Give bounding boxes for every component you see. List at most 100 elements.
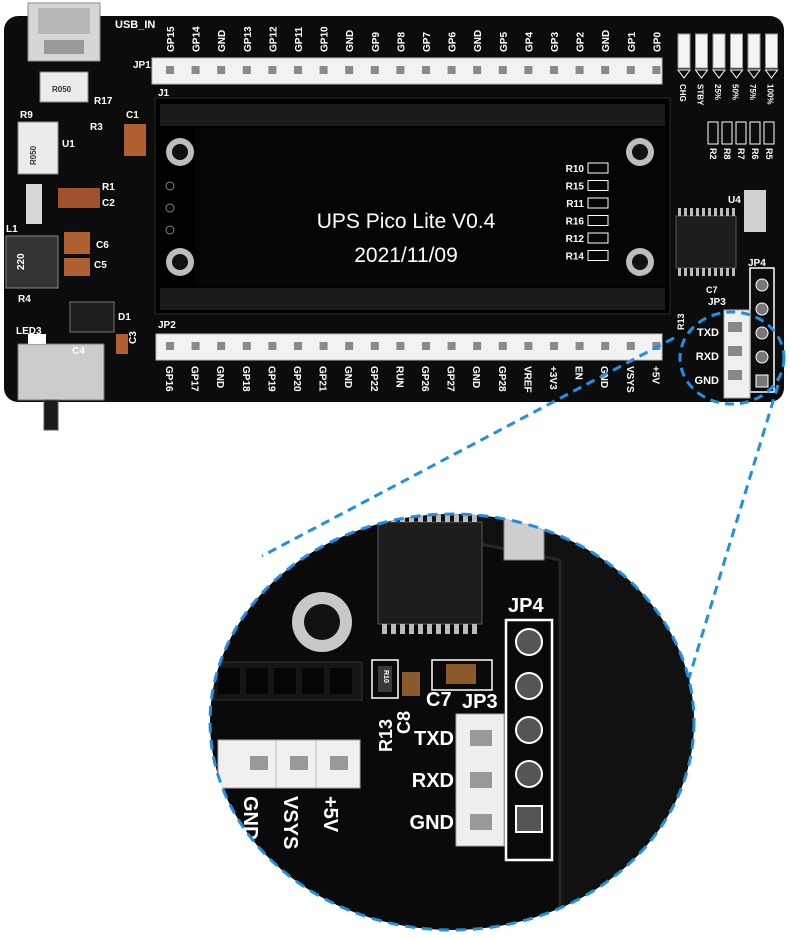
zoom-r13-label: R13 <box>376 719 396 752</box>
chip-pin <box>720 268 723 276</box>
zoom-chip-pin <box>445 514 450 522</box>
resistor-label: R15 <box>566 182 585 193</box>
chip-pin <box>702 268 705 276</box>
left-part-label: R3 <box>90 122 103 133</box>
right-resistor-pad <box>735 121 747 145</box>
top-header <box>151 57 663 85</box>
zoom-chip-pin <box>445 624 450 634</box>
resistor-label: R11 <box>566 199 584 210</box>
zoom-chip-pin <box>436 624 441 634</box>
resistor-pad <box>587 162 609 174</box>
top-header-pin <box>422 66 430 74</box>
led-label: CHG <box>678 84 687 102</box>
resistor-label: R10 <box>566 164 585 175</box>
left-part-label: C3 <box>128 331 139 344</box>
led-label: 75% <box>748 84 757 100</box>
bottom-pin-label: GND <box>342 366 353 388</box>
top-header-pin <box>370 66 379 74</box>
top-header-pin <box>294 66 302 74</box>
zoom-chip-pin <box>418 624 423 634</box>
chip-pin <box>684 208 687 216</box>
bottom-pin-label: GP19 <box>265 366 276 392</box>
zoom-chip-pin <box>427 514 432 522</box>
right-resistor-label: R5 <box>764 148 774 160</box>
top-header-pin <box>268 66 277 74</box>
chip-pin <box>690 268 693 276</box>
left-part-label: R17 <box>94 96 113 107</box>
bottom-header-pin <box>268 342 277 350</box>
bottom-header-pin <box>294 342 302 350</box>
top-header-pin <box>166 66 174 74</box>
left-components <box>5 71 146 431</box>
bottom-pin-label: RUN <box>393 366 404 388</box>
jp3-txd-label: TXD <box>697 327 719 339</box>
top-pin-label: GP1 <box>627 32 638 52</box>
chip-pin <box>678 268 681 276</box>
right-resistor-pad <box>749 121 761 145</box>
zoom-c8-label: C8 <box>394 711 414 734</box>
bottom-pin-label: GP16 <box>163 366 174 392</box>
top-header-pin <box>601 66 610 74</box>
top-pin-label: GP2 <box>576 32 587 52</box>
top-pin-label: GP4 <box>524 32 535 52</box>
usb-in-label: USB_IN <box>115 19 155 31</box>
zoom-5v-pin-label: +5V <box>319 796 341 833</box>
top-pin-label: GP11 <box>294 27 305 52</box>
bottom-pin-label: GP22 <box>368 366 379 392</box>
jp4-label: JP4 <box>748 258 766 269</box>
chip-pin <box>714 208 717 216</box>
jp2-label: JP2 <box>158 320 176 331</box>
board-title: UPS Pico Lite V0.4 <box>317 210 496 233</box>
bottom-header-pin <box>601 342 610 350</box>
usb-connector <box>27 2 101 62</box>
left-part-label: C2 <box>102 198 115 209</box>
bottom-pin-label: GND <box>470 366 481 388</box>
bottom-pin-label: +5V <box>649 366 660 384</box>
resistor-label: R12 <box>566 234 585 245</box>
bottom-header <box>155 333 663 361</box>
bottom-header-pin <box>166 342 174 350</box>
u4-chip <box>675 190 766 276</box>
bottom-header-pin <box>550 342 558 350</box>
r050-top-mark: R050 <box>52 85 72 94</box>
bottom-header-pin <box>575 342 584 350</box>
zoom-c7-label: C7 <box>426 689 452 711</box>
bottom-pin-label: GP27 <box>445 366 456 392</box>
top-header-pin <box>242 66 251 74</box>
jp3-label: JP3 <box>708 297 726 308</box>
chip-pin <box>720 208 723 216</box>
right-resistor-label: R6 <box>750 148 760 160</box>
top-pin-label: GP5 <box>499 32 510 52</box>
bottom-header-pin <box>217 342 226 350</box>
jp3-gnd-label: GND <box>695 375 720 387</box>
right-resistor-label: R2 <box>708 148 718 160</box>
status-led <box>730 33 743 69</box>
chip-pin <box>696 208 699 216</box>
chip-pin <box>678 208 681 216</box>
left-part-label: C1 <box>126 110 139 121</box>
left-part-label: L1 <box>6 224 18 235</box>
chip-pin <box>690 208 693 216</box>
left-part-label: D1 <box>118 312 131 323</box>
resistor-pad <box>587 197 609 209</box>
right-resistor-label: R8 <box>722 148 732 160</box>
right-resistor-pad <box>721 121 733 145</box>
board-date: 2021/11/09 <box>354 244 458 267</box>
jp1-label: JP1 <box>133 60 151 71</box>
top-pin-label: GND <box>217 30 228 52</box>
bottom-pin-label: EN <box>573 366 584 380</box>
pico-socket <box>154 97 671 315</box>
top-header-pin <box>626 66 635 74</box>
zoom-chip-pin <box>472 514 477 522</box>
top-pin-label: GND <box>473 30 484 52</box>
resistor-label: R16 <box>566 217 585 228</box>
resistor-pad <box>587 232 609 244</box>
zoom-circle-outline <box>208 512 696 932</box>
bottom-pin-label: GP17 <box>189 366 200 392</box>
left-part-label: R9 <box>20 110 33 121</box>
bottom-header-pin <box>626 342 635 350</box>
resistor-pad <box>587 180 609 191</box>
